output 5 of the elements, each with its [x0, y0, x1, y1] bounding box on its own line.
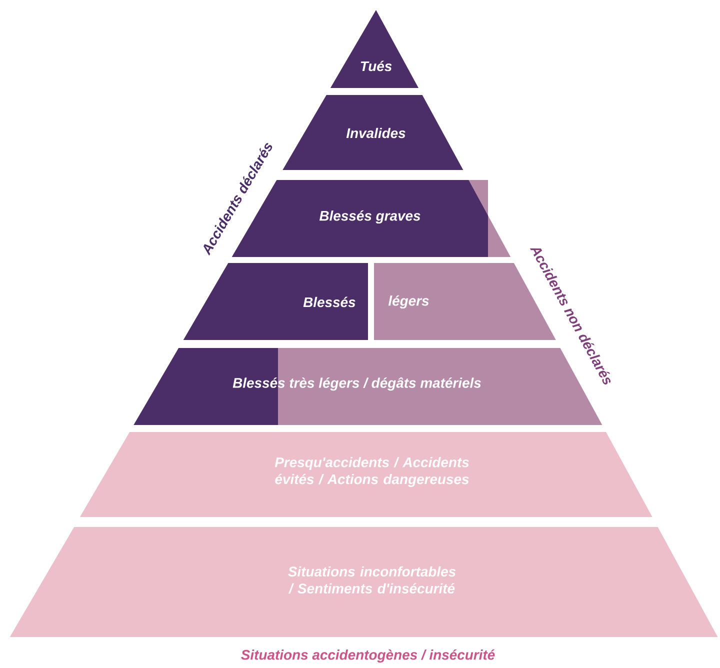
pyramid-tier: Tués	[330, 10, 418, 88]
pyramid-tier: Blessés	[183, 262, 368, 340]
pyramid-tier: Presqu'accidents / Accidents évités / Actions dangereuses	[80, 432, 652, 517]
pyramid-tier: Invalides	[282, 94, 464, 170]
pyramid-tier: Situations inconfortables / Sentiments d'insécurité	[10, 526, 718, 637]
